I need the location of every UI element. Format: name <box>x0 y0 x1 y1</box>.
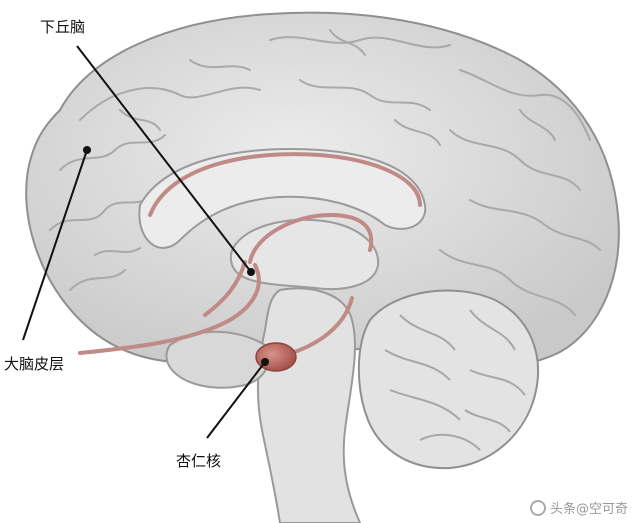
gyri-folds <box>49 29 601 316</box>
cerebellum <box>357 289 540 470</box>
watermark-icon <box>529 499 546 516</box>
watermark: 头条@空可奇 <box>529 498 628 517</box>
marker-amygdala <box>261 358 269 366</box>
leader-amygdala <box>206 361 266 439</box>
corpus-callosum <box>138 148 427 249</box>
marker-hypothalamus <box>247 268 255 276</box>
leader-cerebral-cortex <box>22 149 88 341</box>
leader-lines <box>22 45 266 439</box>
label-cerebral-cortex: 大脑皮层 <box>4 355 65 373</box>
brainstem <box>257 287 362 523</box>
label-hypothalamus: 下丘脑 <box>40 18 86 36</box>
leader-hypothalamus <box>76 45 252 273</box>
marker-cerebral-cortex <box>83 146 91 154</box>
watermark-text: 头条@空可奇 <box>549 502 628 517</box>
label-amygdala: 杏仁核 <box>176 452 222 470</box>
temporal-lobe <box>165 330 270 389</box>
